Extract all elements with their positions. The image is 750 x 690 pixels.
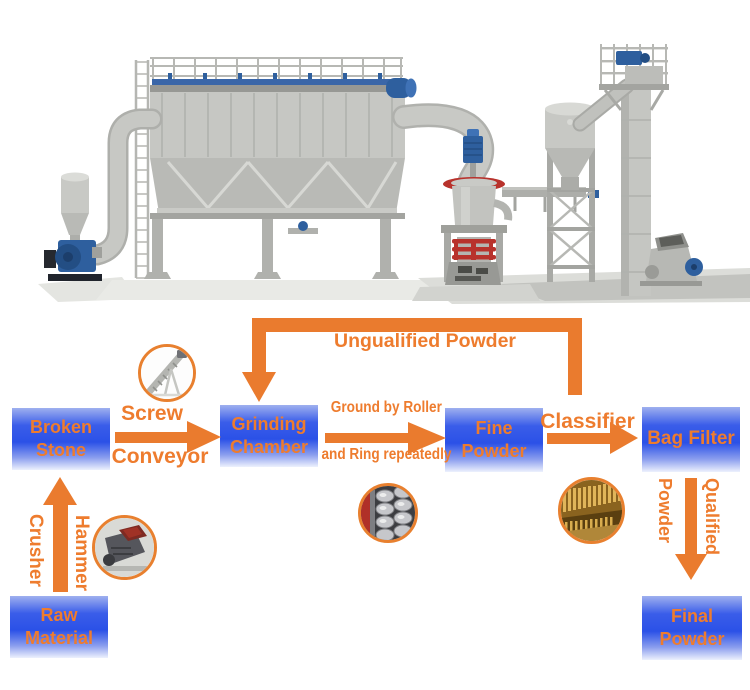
screw-label: Screw <box>121 402 183 425</box>
loop-arrow-top-bar <box>252 318 582 332</box>
arrow-hammer-crusher <box>53 503 68 592</box>
arrow-hammer-crusher-head <box>43 477 77 505</box>
box-final-powder: Final Powder <box>642 596 742 660</box>
box-broken-stone: Broken Stone <box>12 408 110 470</box>
conveyor-label: Conveyor <box>111 445 209 468</box>
grinding-mill <box>441 129 513 285</box>
loop-arrow-right-bar <box>568 318 582 395</box>
feed-chute <box>574 80 633 130</box>
powder-label: Powder <box>655 478 675 544</box>
elevator-platform <box>599 44 669 111</box>
powder-collector-cyclone <box>545 102 595 282</box>
arrow-classifier <box>547 433 610 444</box>
plant-illustration <box>38 44 750 304</box>
classifier-blades-photo <box>558 477 625 544</box>
crusher-label: Crusher <box>25 513 46 587</box>
pulse-bag-dust-collector <box>134 57 417 279</box>
box-raw-material: Raw Material <box>10 596 108 658</box>
collector-legs <box>144 219 399 279</box>
clean-air-pipe <box>152 79 402 85</box>
screw-conveyor-photo <box>138 344 196 402</box>
arrow-ground-by-roller <box>325 433 408 443</box>
box-bag-filter: Bag Filter <box>642 407 740 472</box>
arrow-screw-conveyor <box>115 432 187 443</box>
box-fine-powder: Fine Powder <box>445 408 543 472</box>
air-pipe <box>89 111 160 263</box>
arrow-ground-by-roller-head <box>408 422 446 454</box>
mill-motor <box>463 129 483 177</box>
elevator-motor <box>616 51 642 65</box>
blower-unit <box>44 108 163 281</box>
conveyor-motor <box>177 350 187 358</box>
bucket-elevator <box>572 44 669 296</box>
hammer-crusher-photo <box>92 515 157 580</box>
hammer-crusher <box>640 233 703 286</box>
arrow-screw-conveyor-head <box>187 421 221 453</box>
access-ladder <box>136 61 148 279</box>
arrow-qualified-powder <box>685 478 697 556</box>
roof-fan-drum <box>386 78 417 98</box>
loop-arrow-left-bar <box>252 318 266 374</box>
pulse-valves <box>168 73 382 79</box>
discharge-valve <box>298 221 308 231</box>
roller-ring-assembly <box>452 239 496 260</box>
ring-repeatedly-label: and Ring repeatedly <box>321 446 452 463</box>
loop-arrowhead <box>242 372 276 402</box>
grinding-rollers-photo <box>358 483 418 543</box>
ground-roller-label: Ground by Roller <box>330 399 442 416</box>
blower-fan <box>44 240 102 281</box>
silo-hopper <box>61 172 89 244</box>
arrow-classifier-head <box>610 422 638 454</box>
arrow-qualified-powder-head <box>675 554 707 580</box>
hammer-label: Hammer <box>71 514 92 592</box>
box-grinding-chamber: Grinding Chamber <box>220 405 318 467</box>
qualified-label: Qualified <box>702 478 722 556</box>
loop-label: Ungualified Powder <box>333 330 516 352</box>
classifier-label: Classifier <box>540 410 635 433</box>
